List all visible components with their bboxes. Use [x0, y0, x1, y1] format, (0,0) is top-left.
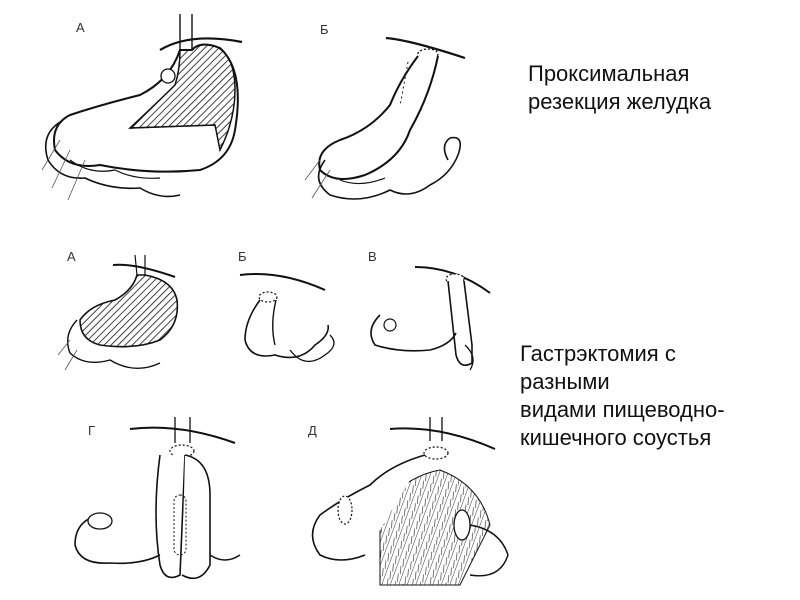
stomach-after-resection-drawing: [300, 10, 480, 220]
label-letter: А: [76, 20, 85, 35]
diagram-gastrectomy-a: А: [55, 245, 205, 385]
caption-line: Проксимальная: [528, 61, 690, 86]
double-loop-anastomosis-drawing: [60, 417, 260, 595]
diagram-gastrectomy-d: Д: [290, 415, 520, 595]
caption-line: разными: [520, 369, 610, 394]
diagram-proximal-a: А: [30, 10, 270, 220]
caption-gastrectomy: Гастрэктомия с разными видами пищеводно-…: [520, 340, 725, 452]
caption-line: Гастрэктомия с: [520, 341, 676, 366]
diagram-gastrectomy-b: Б: [230, 245, 350, 385]
diagram-gastrectomy-v: В: [360, 245, 500, 385]
caption-line: видами пищеводно-: [520, 397, 725, 422]
diagram-gastrectomy-g: Г: [60, 415, 260, 595]
label-letter: Б: [320, 22, 329, 37]
caption-proximal-resection: Проксимальная резекция желудка: [528, 60, 711, 116]
label-letter: Б: [238, 249, 247, 264]
stomach-proximal-resection-drawing: [30, 10, 270, 220]
label-letter: А: [67, 249, 76, 264]
diagram-proximal-b: Б: [300, 10, 480, 220]
caption-line: резекция желудка: [528, 89, 712, 114]
esophagojejunal-anastomosis-drawing: [230, 245, 350, 385]
roux-loop-anastomosis-drawing: [360, 245, 500, 385]
label-letter: Г: [88, 423, 96, 438]
label-letter: В: [368, 249, 377, 264]
caption-line: кишечного соустья: [520, 425, 712, 450]
stomach-total-hatched-drawing: [55, 245, 205, 385]
mesentery-anastomosis-drawing: [290, 417, 520, 595]
label-letter: Д: [308, 423, 317, 438]
